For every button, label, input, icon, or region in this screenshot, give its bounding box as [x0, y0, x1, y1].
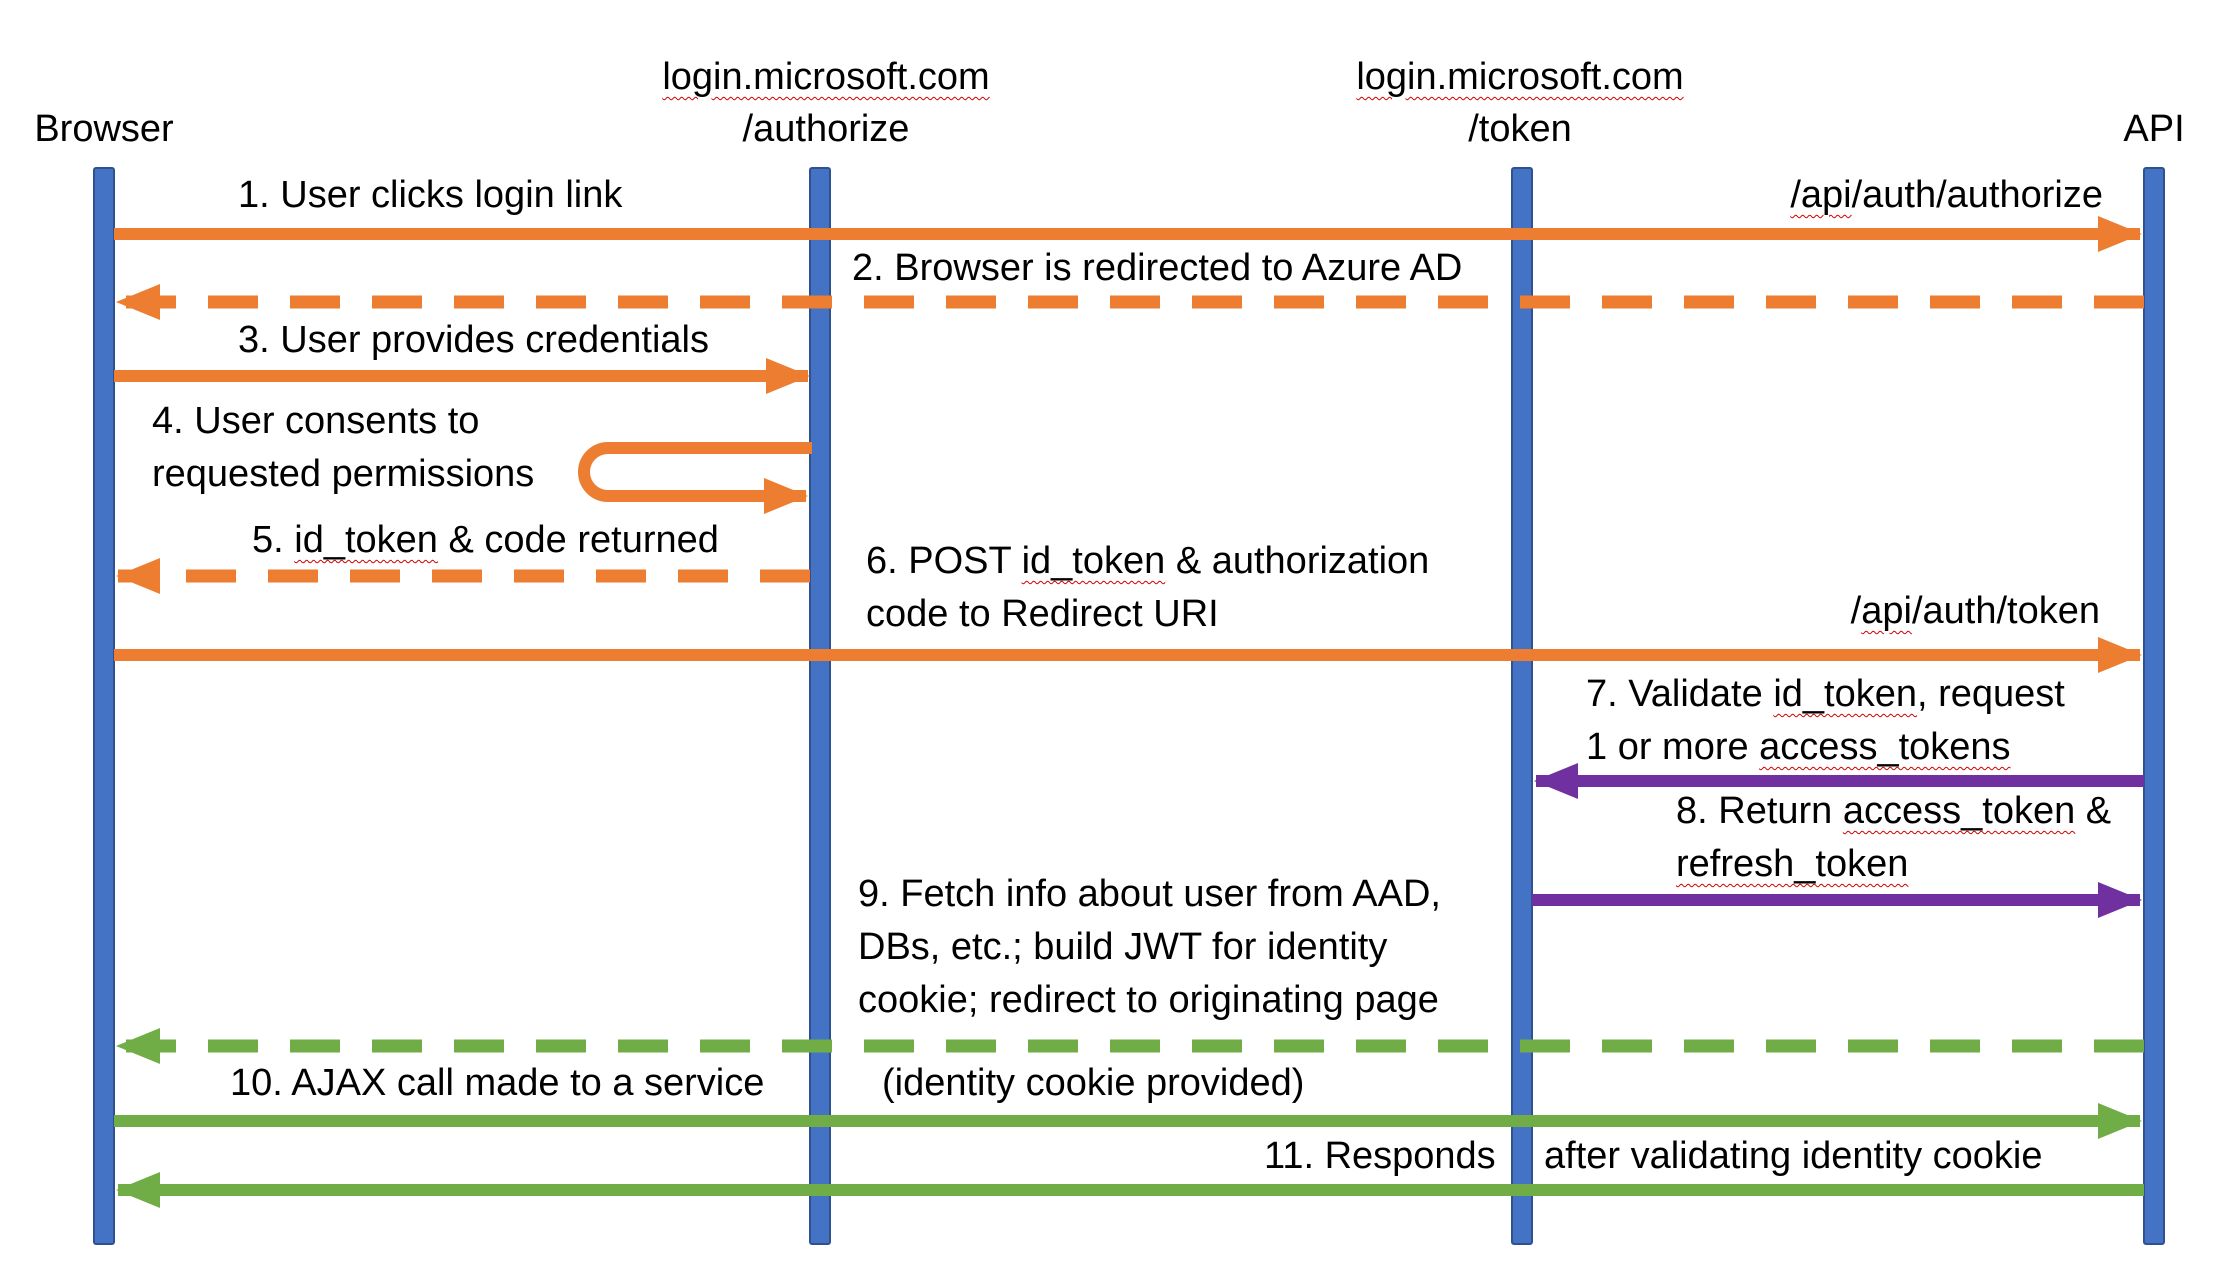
participant-browser-label: Browser	[34, 108, 174, 150]
message-8-line-1: 8. Return access_token &	[1676, 785, 2111, 838]
message-4-line-2: requested permissions	[152, 453, 535, 495]
message-8-label: 8. Return access_token & refresh_token	[1676, 785, 2111, 891]
message-5-suffix: & code returned	[437, 519, 719, 561]
message-7-access-tokens: access_tokens	[1759, 726, 2011, 768]
message-8-refresh-token: refresh_token	[1676, 843, 1909, 885]
message-4-label: 4. User consents to requested permission…	[152, 395, 534, 501]
message-6-line-2: code to Redirect URI	[866, 593, 1219, 635]
lifeline-api	[2143, 167, 2165, 1245]
message-6-suffix: & authorization	[1165, 540, 1430, 582]
message-9-line-1: 9. Fetch info about user from AAD,	[858, 873, 1441, 915]
participant-token-host: login.microsoft.com	[1356, 50, 1683, 104]
message-3-label: 3. User provides credentials	[238, 319, 709, 361]
message-6-endpoint-path: /auth/token	[1911, 590, 2100, 632]
message-4-loop-arrow	[578, 442, 812, 514]
message-7-prefix: 7. Validate	[1586, 673, 1774, 715]
message-6-token: id_token	[1021, 540, 1166, 582]
message-5-prefix: 5.	[252, 519, 295, 561]
message-10-label: 10. AJAX call made to a service	[230, 1062, 765, 1104]
lifeline-token	[1511, 167, 1533, 1245]
participant-api-label: API	[2123, 108, 2185, 150]
message-7-line-1: 7. Validate id_token, request	[1586, 668, 2065, 721]
message-4-line-1: 4. User consents to	[152, 400, 480, 442]
message-9-line-3: cookie; redirect to originating page	[858, 979, 1439, 1021]
message-1-endpoint-path: /auth/authorize	[1851, 174, 2103, 216]
message-5-label: 5. id_token & code returned	[252, 513, 719, 567]
message-2-label: 2. Browser is redirected to Azure AD	[852, 247, 1463, 289]
message-6-prefix: 6. POST	[866, 540, 1022, 582]
message-6-line-1: 6. POST id_token & authorization	[866, 535, 1429, 588]
message-9-line-2: DBs, etc.; build JWT for identity	[858, 926, 1388, 968]
message-7-line-2: 1 or more access_tokens	[1586, 721, 2065, 774]
message-1-endpoint-api: /api	[1790, 174, 1852, 216]
message-11-label: 11. Responds	[1264, 1135, 1496, 1177]
token-host-text: login.microsoft.com	[1356, 56, 1684, 98]
message-7-prefix-2: 1 or more	[1586, 726, 1760, 768]
message-7-token: id_token	[1773, 673, 1917, 715]
participant-authorize-path: /authorize	[742, 108, 910, 150]
message-9-label: 9. Fetch info about user from AAD, DBs, …	[858, 868, 1441, 1027]
message-5-token: id_token	[294, 519, 438, 561]
message-7-label: 7. Validate id_token, request 1 or more …	[1586, 668, 2065, 774]
lifeline-authorize	[809, 167, 831, 1245]
message-1-endpoint: /api/auth/authorize	[1790, 168, 2103, 222]
message-8-line-2: refresh_token	[1676, 838, 2111, 891]
message-6-label: 6. POST id_token & authorization code to…	[866, 535, 1429, 641]
lifeline-browser	[93, 167, 115, 1245]
message-7-suffix: , request	[1916, 673, 2065, 715]
message-6-endpoint: /api/auth/token	[1851, 584, 2100, 638]
authorize-host-text: login.microsoft.com	[662, 56, 990, 98]
message-11-note: after validating identity cookie	[1544, 1135, 2043, 1177]
message-8-suffix: &	[2075, 790, 2112, 832]
message-8-access-token: access_token	[1842, 790, 2076, 832]
participant-token-path: /token	[1468, 108, 1572, 150]
participant-authorize-host: login.microsoft.com	[662, 50, 989, 104]
message-8-prefix: 8. Return	[1676, 790, 1843, 832]
message-6-endpoint-api: api	[1861, 590, 1912, 632]
message-6-endpoint-slash: /	[1850, 590, 1862, 632]
message-1-label: 1. User clicks login link	[238, 174, 623, 216]
message-10-note: (identity cookie provided)	[882, 1062, 1305, 1104]
